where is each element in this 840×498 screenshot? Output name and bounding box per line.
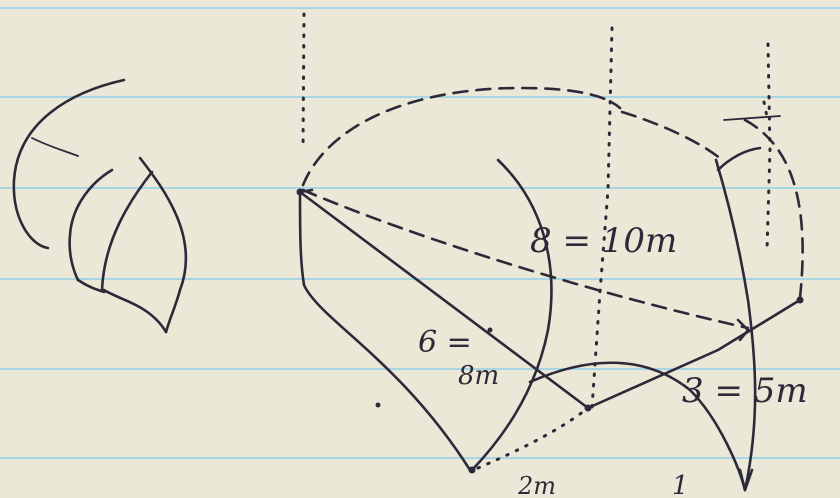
main-figure xyxy=(298,146,802,492)
corner-mark-label: 1 xyxy=(672,471,689,498)
right-edge-label: 3 = 5m xyxy=(682,371,808,411)
long-edge-label: 8 = 10m xyxy=(530,221,677,261)
mid-edge-label-bottom: 8m xyxy=(458,361,499,391)
left-doodle xyxy=(12,78,188,334)
mid-edge-label-top: 6 = xyxy=(418,325,472,360)
point-mid-edge xyxy=(487,327,493,333)
vertex-bottom-left xyxy=(468,466,476,474)
dotted-guides xyxy=(301,12,772,410)
vertex-right xyxy=(796,296,804,304)
vertex-top-left xyxy=(296,188,304,196)
stray-dot xyxy=(375,402,381,408)
dashed-outline xyxy=(301,86,804,330)
vertex-bottom xyxy=(584,404,592,412)
bottom-short-label: 2m xyxy=(517,472,556,498)
vertices xyxy=(296,188,804,474)
